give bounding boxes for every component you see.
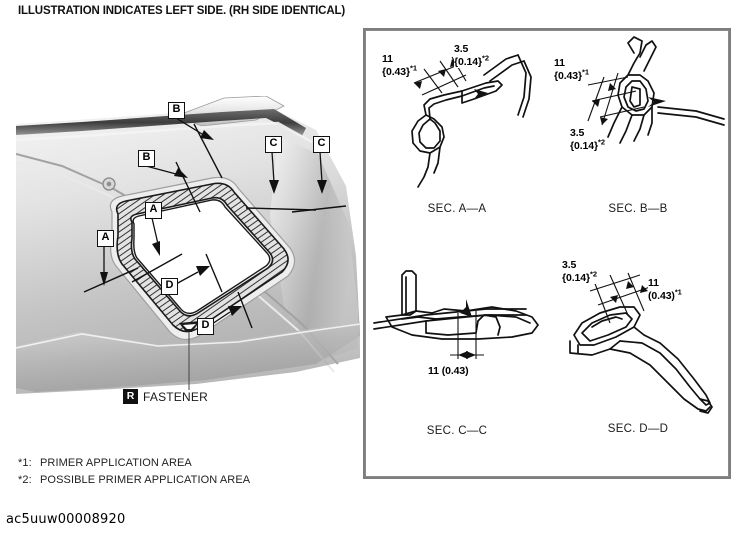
footnote-text-2: POSSIBLE PRIMER APPLICATION AREA xyxy=(40,474,251,486)
section-a-dim-2-bracket: {0.14} xyxy=(454,55,483,68)
page-title: ILLUSTRATION INDICATES LEFT SIDE. (RH SI… xyxy=(18,5,346,17)
section-a-dim-2: 3.5 {0.14}*2 xyxy=(454,43,489,68)
section-a-dim-1-sup: *1 xyxy=(410,63,417,72)
quarter-panel-drawing xyxy=(16,96,361,394)
section-cell-c: 11 (0.43) SEC. C—C xyxy=(366,255,548,465)
section-d-dim-1-bracket: {0.14} xyxy=(562,271,591,284)
callout-b-inner: B xyxy=(138,150,155,167)
section-c-dim-1: 11 (0.43) xyxy=(428,365,469,378)
leader-d-outer xyxy=(211,311,231,325)
leader-a-inner xyxy=(151,217,159,245)
section-d-dim-2: 11 (0.43)*1 xyxy=(648,277,682,302)
section-d-dim-1: 3.5 {0.14}*2 xyxy=(562,259,597,284)
section-b-dim-2: 3.5 {0.14}*2 xyxy=(570,127,605,152)
figure-id: ac5uuw00008920 xyxy=(6,512,126,527)
arrow-c-inner xyxy=(269,180,279,194)
section-a-dim-1: 11 {0.43}*1 xyxy=(382,53,417,78)
callout-a-inner: A xyxy=(145,202,162,219)
cutline-a-inner xyxy=(131,253,183,283)
section-c-dim-1-value: 11 (0.43) xyxy=(428,365,469,377)
leader-c-outer xyxy=(319,151,323,183)
section-a-arrow-marker xyxy=(474,89,488,99)
section-a-dim-1-value: 11 xyxy=(382,53,393,65)
fastener-legend: R FASTENER xyxy=(123,389,208,404)
section-d-dim-2-bracket: (0.43) xyxy=(648,289,675,302)
section-cell-a: 11 {0.43}*1 3.5 {0.14}*2 SEC. A—A xyxy=(366,31,548,231)
section-d-dim-1-value: 3.5 xyxy=(562,259,577,271)
footnote-text-1: PRIMER APPLICATION AREA xyxy=(40,457,192,469)
footnote-mark-2: *2: xyxy=(18,474,32,486)
arrow-c-outer xyxy=(317,180,327,194)
section-cell-b: 11 {0.43}*1 3.5 {0.14}*2 SEC. B—B xyxy=(548,31,728,231)
callout-c-inner: C xyxy=(265,136,282,153)
section-views-panel: 11 {0.43}*1 3.5 {0.14}*2 SEC. A—A xyxy=(363,28,731,479)
footnote-mark-1: *1: xyxy=(18,457,32,469)
callout-c-outer: C xyxy=(313,136,330,153)
footnotes: *1: PRIMER APPLICATION AREA *2: POSSIBLE P… xyxy=(18,455,250,489)
footnote-row-1: *1: PRIMER APPLICATION AREA xyxy=(18,455,250,472)
section-b-drawing xyxy=(587,36,725,144)
section-c-drawing xyxy=(373,270,539,359)
weatherstrip-ring xyxy=(115,182,289,333)
leader-d-inner xyxy=(175,271,199,285)
section-a-dim-1-bracket: {0.43} xyxy=(382,65,411,78)
drip-rail xyxy=(16,109,306,136)
section-b-dim-1-sup: *1 xyxy=(582,67,589,76)
section-d-dim-2-sup: *1 xyxy=(674,287,682,296)
leader-c-inner xyxy=(271,151,275,183)
section-d-drawing xyxy=(569,272,713,414)
section-a-dim-2-sup: *2 xyxy=(482,53,489,62)
section-a-drawing xyxy=(411,54,532,188)
rail-highlight xyxy=(16,121,313,144)
section-b-dim-2-bracket: {0.14} xyxy=(570,139,599,152)
fastener-legend-label: FASTENER xyxy=(143,389,208,404)
section-a-dim-2-value: 3.5 xyxy=(454,43,469,55)
fastener-symbol-chip: R xyxy=(123,389,138,404)
section-b-dim-1-bracket: {0.43} xyxy=(554,69,583,82)
section-c-arrow-marker xyxy=(460,299,472,317)
arrow-a-inner xyxy=(152,241,160,256)
section-b-arrow-marker xyxy=(648,97,666,107)
section-d-dim-2-value: 11 xyxy=(648,277,659,289)
arrow-d-inner xyxy=(196,266,210,276)
grommet-center xyxy=(106,181,112,187)
section-b-dim-2-sup: *2 xyxy=(598,137,605,146)
arrow-b-outer xyxy=(200,130,214,140)
section-b-dim-1-value: 11 xyxy=(554,57,565,69)
cutline-c-outer xyxy=(291,205,347,213)
section-cell-d: 3.5 {0.14}*2 11 (0.43)*1 SEC. D—D xyxy=(548,245,728,465)
callout-a-outer: A xyxy=(97,230,114,247)
arrow-d-outer xyxy=(228,306,242,316)
cutline-b-outer xyxy=(193,123,223,179)
callout-d-outer: D xyxy=(197,318,214,335)
skirt-highlight xyxy=(16,323,361,349)
arrow-a-outer xyxy=(100,272,108,286)
section-a-label: SEC. A—A xyxy=(427,203,487,215)
cutline-a-outer xyxy=(83,267,139,293)
fastener-marker-inner xyxy=(183,324,196,329)
cutline-d-inner xyxy=(205,253,223,293)
lower-skirt xyxy=(16,322,360,394)
footnote-row-2: *2: POSSIBLE PRIMER APPLICATION AREA xyxy=(18,472,250,489)
cutline-d-outer xyxy=(237,291,253,329)
cutline-c-inner xyxy=(245,207,317,211)
section-b-label: SEC. B—B xyxy=(608,203,668,215)
main-illustration: A A B B C C D D xyxy=(16,96,362,396)
section-b-dim-1: 11 {0.43}*1 xyxy=(554,57,589,82)
leader-b-inner xyxy=(145,165,177,175)
cutline-b-inner xyxy=(175,161,201,213)
section-c-label: SEC. C—C xyxy=(426,425,488,437)
callout-b-outer: B xyxy=(168,102,185,119)
section-d-label: SEC. D—D xyxy=(607,423,669,435)
section-d-dim-1-sup: *2 xyxy=(590,269,597,278)
rear-pillar-shade xyxy=(270,136,358,362)
section-b-dim-2-value: 3.5 xyxy=(570,127,585,139)
callout-d-inner: D xyxy=(161,278,178,295)
